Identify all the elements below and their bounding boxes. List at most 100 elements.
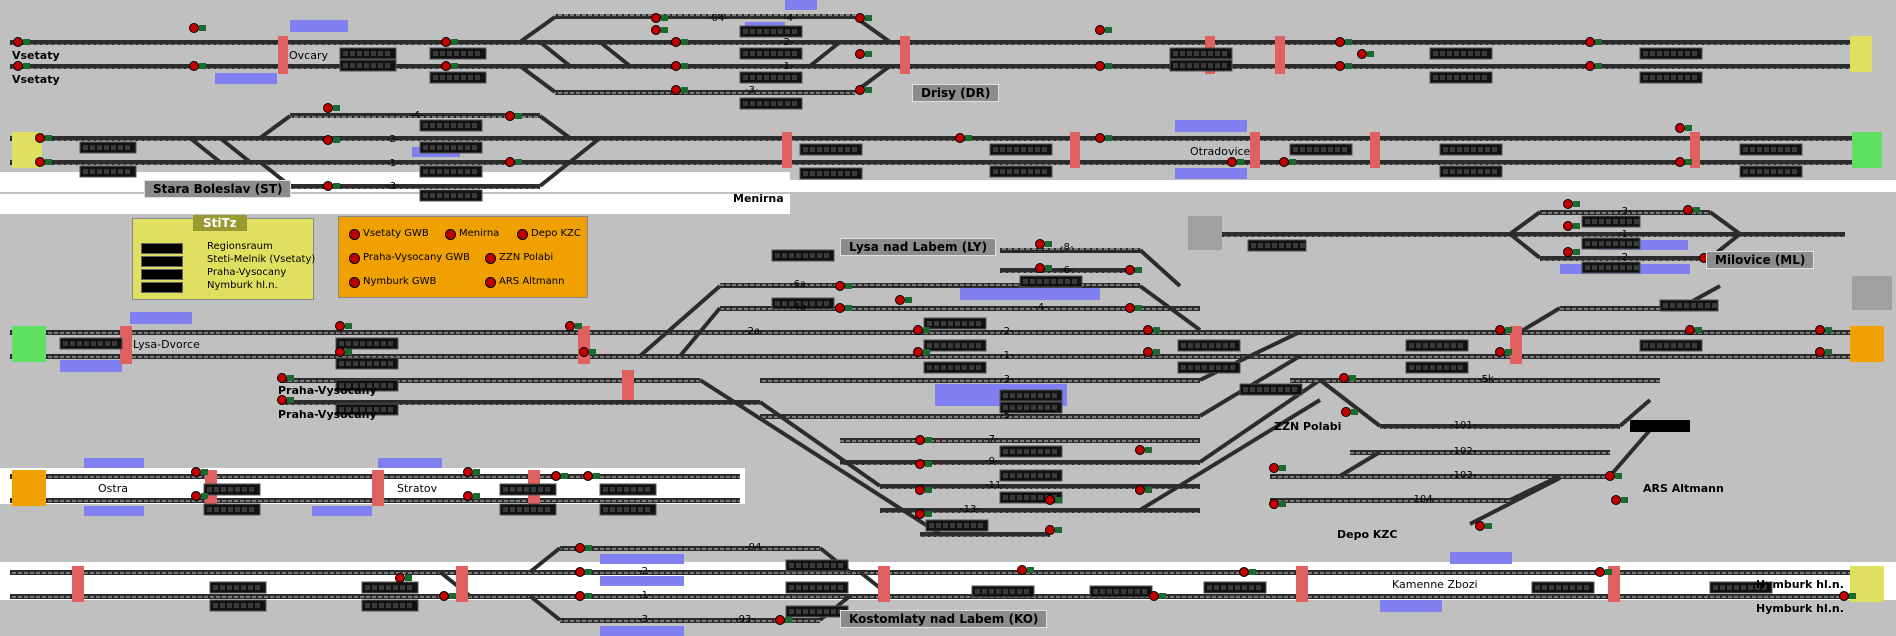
signal-lamp[interactable] <box>335 347 345 357</box>
signal-lamp[interactable] <box>1239 567 1249 577</box>
signal-lamp[interactable] <box>583 471 593 481</box>
signal-lamp[interactable] <box>855 13 865 23</box>
signal-lamp[interactable] <box>1149 591 1159 601</box>
signal-lamp[interactable] <box>277 395 287 405</box>
signal-lamp[interactable] <box>1341 407 1351 417</box>
signal-lamp[interactable] <box>671 61 681 71</box>
signal-lamp[interactable] <box>35 157 45 167</box>
signal-lamp[interactable] <box>441 37 451 47</box>
station-milovice[interactable]: Milovice (ML) <box>1706 251 1815 269</box>
signal-lamp[interactable] <box>915 459 925 469</box>
signal-lamp[interactable] <box>323 103 333 113</box>
signal-lamp[interactable] <box>1475 521 1485 531</box>
signal-lamp[interactable] <box>1269 463 1279 473</box>
signal-lamp[interactable] <box>1035 263 1045 273</box>
signal-lamp[interactable] <box>1563 247 1573 257</box>
signal-lamp[interactable] <box>913 347 923 357</box>
signal-lamp[interactable] <box>1135 445 1145 455</box>
signal-lamp[interactable] <box>835 281 845 291</box>
station-drisy[interactable]: Drisy (DR) <box>912 84 1000 102</box>
signal-lamp[interactable] <box>1335 37 1345 47</box>
signal-lamp[interactable] <box>671 37 681 47</box>
signal-lamp[interactable] <box>575 591 585 601</box>
signal-lamp[interactable] <box>835 303 845 313</box>
signal-lamp[interactable] <box>579 347 589 357</box>
signal-lamp[interactable] <box>1095 133 1105 143</box>
signal-lamp[interactable] <box>505 157 515 167</box>
signal-lamp[interactable] <box>277 373 287 383</box>
signal-lamp[interactable] <box>1675 123 1685 133</box>
signal-lamp[interactable] <box>505 111 515 121</box>
signal-lamp[interactable] <box>955 133 965 143</box>
signal-lamp[interactable] <box>441 61 451 71</box>
gwb-lamp[interactable] <box>349 253 360 264</box>
signal-lamp[interactable] <box>1227 157 1237 167</box>
station-lysa[interactable]: Lysa nad Labem (LY) <box>840 238 997 256</box>
signal-lamp[interactable] <box>855 85 865 95</box>
signal-lamp[interactable] <box>439 591 449 601</box>
signal-lamp[interactable] <box>1611 495 1621 505</box>
signal-lamp[interactable] <box>463 467 473 477</box>
signal-lamp[interactable] <box>335 321 345 331</box>
gwb-lamp[interactable] <box>349 277 360 288</box>
signal-lamp[interactable] <box>915 485 925 495</box>
signal-lamp[interactable] <box>915 435 925 445</box>
signal-lamp[interactable] <box>915 509 925 519</box>
signal-lamp[interactable] <box>1017 565 1027 575</box>
signal-lamp[interactable] <box>1279 157 1289 167</box>
signal-lamp[interactable] <box>1045 525 1055 535</box>
signal-lamp[interactable] <box>1143 325 1153 335</box>
signal-lamp[interactable] <box>1357 49 1367 59</box>
signal-lamp[interactable] <box>651 13 661 23</box>
signal-lamp[interactable] <box>1035 239 1045 249</box>
signal-lamp[interactable] <box>1095 61 1105 71</box>
signal-lamp[interactable] <box>1605 471 1615 481</box>
signal-lamp[interactable] <box>671 85 681 95</box>
signal-lamp[interactable] <box>191 491 201 501</box>
signal-lamp[interactable] <box>13 61 23 71</box>
signal-lamp[interactable] <box>35 133 45 143</box>
signal-lamp[interactable] <box>1585 61 1595 71</box>
signal-lamp[interactable] <box>1045 495 1055 505</box>
gwb-lamp[interactable] <box>517 229 528 240</box>
signal-lamp[interactable] <box>189 61 199 71</box>
signal-lamp[interactable] <box>551 471 561 481</box>
signal-lamp[interactable] <box>395 573 405 583</box>
signal-lamp[interactable] <box>1125 265 1135 275</box>
gwb-lamp[interactable] <box>485 277 496 288</box>
signal-lamp[interactable] <box>13 37 23 47</box>
signal-lamp[interactable] <box>1675 157 1685 167</box>
station-kostomlaty[interactable]: Kostomlaty nad Labem (KO) <box>840 610 1048 628</box>
signal-lamp[interactable] <box>1125 303 1135 313</box>
signal-lamp[interactable] <box>1339 373 1349 383</box>
signal-lamp[interactable] <box>1563 199 1573 209</box>
signal-lamp[interactable] <box>463 491 473 501</box>
gwb-lamp[interactable] <box>445 229 456 240</box>
signal-lamp[interactable] <box>1563 221 1573 231</box>
signal-lamp[interactable] <box>895 295 905 305</box>
signal-lamp[interactable] <box>1135 485 1145 495</box>
signal-lamp[interactable] <box>1839 591 1849 601</box>
signal-lamp[interactable] <box>1815 347 1825 357</box>
signal-lamp[interactable] <box>1585 37 1595 47</box>
signal-lamp[interactable] <box>855 49 865 59</box>
signal-lamp[interactable] <box>565 321 575 331</box>
signal-lamp[interactable] <box>1269 499 1279 509</box>
signal-lamp[interactable] <box>323 135 333 145</box>
signal-lamp[interactable] <box>1095 25 1105 35</box>
gwb-lamp[interactable] <box>485 253 496 264</box>
signal-lamp[interactable] <box>191 467 201 477</box>
signal-lamp[interactable] <box>575 543 585 553</box>
signal-lamp[interactable] <box>651 25 661 35</box>
signal-lamp[interactable] <box>1815 325 1825 335</box>
signal-lamp[interactable] <box>1495 325 1505 335</box>
signal-lamp[interactable] <box>775 615 785 625</box>
signal-lamp[interactable] <box>189 23 199 33</box>
signal-lamp[interactable] <box>323 181 333 191</box>
station-stara-boleslav[interactable]: Stara Boleslav (ST) <box>144 180 292 198</box>
signal-lamp[interactable] <box>575 567 585 577</box>
gwb-lamp[interactable] <box>349 229 360 240</box>
signal-lamp[interactable] <box>1683 205 1693 215</box>
signal-lamp[interactable] <box>1335 61 1345 71</box>
signal-lamp[interactable] <box>1143 347 1153 357</box>
